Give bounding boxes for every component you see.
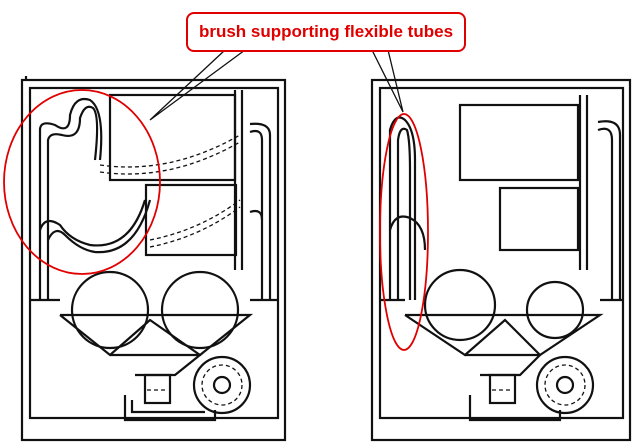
left-machine: [22, 76, 285, 440]
annotation-label: brush supporting flexible tubes: [199, 22, 453, 42]
highlight-right: [380, 114, 428, 350]
highlight-left: [4, 90, 160, 274]
callout-pointers: [150, 50, 403, 120]
right-machine: [372, 80, 630, 440]
annotation-callout: brush supporting flexible tubes: [186, 12, 466, 52]
